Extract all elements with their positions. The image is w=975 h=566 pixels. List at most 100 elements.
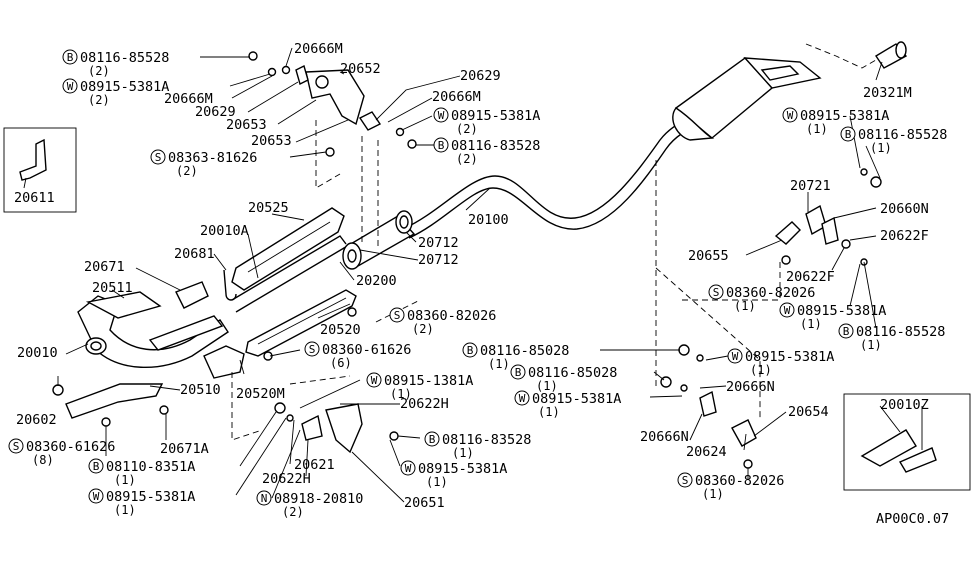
fastener-s-08360-61626-center: S 08360-61626 (6) [304, 341, 411, 370]
label-20200: 20200 [356, 273, 397, 289]
svg-text:(1): (1) [870, 141, 892, 155]
svg-text:S: S [155, 151, 162, 164]
svg-text:(1): (1) [806, 122, 828, 136]
repair-kit-20010Z [860, 429, 937, 473]
fastener-b-08116-85528-rear-mid: B 08116-85528 (1) [838, 323, 945, 352]
label-20010Z: 20010Z [880, 397, 929, 413]
svg-text:S: S [713, 286, 720, 299]
svg-text:08915-5381A: 08915-5381A [418, 461, 507, 477]
svg-text:(2): (2) [88, 64, 110, 78]
label-20622H-left: 20622H [262, 471, 311, 487]
leader-lines [23, 47, 923, 503]
fastener-s-08360-82026-center: S 08360-82026 (2) [389, 307, 496, 336]
label-20611: 20611 [14, 190, 55, 206]
label-20666M-top: 20666M [294, 41, 343, 57]
svg-text:W: W [438, 109, 445, 122]
label-20010A: 20010A [200, 223, 249, 239]
bracket-20611 [19, 138, 47, 181]
label-20654: 20654 [788, 404, 829, 420]
fastener-b-08110-8351A: B 08110-8351A (1) [88, 458, 195, 487]
label-20653-right: 20653 [251, 133, 292, 149]
front-tube [231, 235, 347, 313]
fastener-b-08116-83528-center-low: B 08116-83528 (1) [424, 431, 531, 460]
svg-text:(1): (1) [734, 299, 756, 313]
label-20681: 20681 [174, 246, 215, 262]
svg-text:W: W [519, 392, 526, 405]
svg-text:08116-83528: 08116-83528 [451, 138, 540, 154]
label-20520: 20520 [320, 322, 361, 338]
fastener-w-08915-5381A-bottom-left: W 08915-5381A (1) [88, 488, 195, 517]
svg-text:08915-1381A: 08915-1381A [384, 373, 473, 389]
heat-shield-20520M [203, 345, 245, 379]
fastener-w-08915-5381A-rear-mid: W 08915-5381A (1) [779, 302, 886, 331]
svg-text:(2): (2) [412, 322, 434, 336]
svg-text:W: W [93, 490, 100, 503]
label-20511: 20511 [92, 280, 133, 296]
fastener-w-08915-5381A-lower-rear: W 08915-5381A (1) [727, 348, 834, 377]
svg-text:B: B [438, 139, 445, 152]
svg-text:(1): (1) [860, 338, 882, 352]
svg-text:W: W [405, 462, 412, 475]
svg-text:(1): (1) [390, 387, 412, 401]
fastener-b-08116-83528-upper: B 08116-83528 (2) [433, 137, 540, 166]
svg-text:S: S [309, 343, 316, 356]
svg-text:N: N [261, 492, 268, 505]
manifold-cover-lower [65, 383, 164, 419]
svg-text:(1): (1) [452, 446, 474, 460]
label-20660N: 20660N [880, 201, 929, 217]
center-pipe-20100 [404, 115, 699, 239]
svg-text:08915-5381A: 08915-5381A [106, 489, 195, 505]
fastener-w-08915-5381A-lower-mid: W 08915-5381A (1) [514, 390, 621, 419]
label-20666M-right: 20666M [432, 89, 481, 105]
label-20666N-left: 20666N [640, 429, 689, 445]
svg-text:08915-5381A: 08915-5381A [451, 108, 540, 124]
diagram-code: AP00C0.07 [876, 511, 949, 527]
svg-text:W: W [67, 80, 74, 93]
fastener-w-08915-1381A: W 08915-1381A (1) [366, 372, 473, 401]
svg-text:(2): (2) [88, 93, 110, 107]
fastener-marks [52, 51, 868, 469]
label-20712-upper: 20712 [418, 235, 459, 251]
svg-text:(1): (1) [800, 317, 822, 331]
catalytic-converter [342, 210, 416, 270]
fastener-w-08915-5381A-rear-upper: W 08915-5381A (1) [782, 107, 889, 136]
fastener-w-08915-5381A-center-low: W 08915-5381A (1) [400, 460, 507, 489]
svg-text:W: W [732, 350, 739, 363]
lower-hanger-assembly [660, 344, 757, 447]
svg-text:(1): (1) [536, 379, 558, 393]
fastener-s-08360-82026-rear-mid: S 08360-82026 (1) [708, 284, 815, 313]
label-20655: 20655 [688, 248, 729, 264]
fastener-s-08360-61626-left: S 08360-61626 (8) [8, 438, 115, 467]
label-20666M-mid: 20666M [164, 91, 213, 107]
tail-pipe-finisher [875, 41, 908, 69]
label-20721: 20721 [790, 178, 831, 194]
svg-text:08915-5381A: 08915-5381A [532, 391, 621, 407]
label-20621: 20621 [294, 457, 335, 473]
svg-text:(2): (2) [176, 164, 198, 178]
inset-frame-20611 [3, 127, 77, 213]
svg-text:08915-5381A: 08915-5381A [80, 79, 169, 95]
center-hanger-assembly [274, 402, 399, 454]
label-20666N-right: 20666N [726, 379, 775, 395]
label-20651: 20651 [404, 495, 445, 511]
rear-muffler [672, 57, 822, 141]
mounting-bracket-front [295, 64, 382, 131]
svg-text:B: B [67, 51, 74, 64]
svg-text:(8): (8) [32, 453, 54, 467]
label-20624: 20624 [686, 444, 727, 460]
svg-text:08915-5381A: 08915-5381A [745, 349, 834, 365]
svg-text:08110-8351A: 08110-8351A [106, 459, 195, 475]
svg-text:08915-5381A: 08915-5381A [797, 303, 886, 319]
label-20525: 20525 [248, 200, 289, 216]
svg-text:(1): (1) [538, 405, 560, 419]
fastener-w-08915-5381A-top: W 08915-5381A (2) [62, 78, 169, 107]
svg-text:08360-61626: 08360-61626 [322, 342, 411, 358]
svg-text:08360-82026: 08360-82026 [407, 308, 496, 324]
label-20629-right: 20629 [460, 68, 501, 84]
exhaust-manifold [77, 295, 229, 369]
svg-text:08918-20810: 08918-20810 [274, 491, 363, 507]
fastener-b-08116-85528-rear-upper: B 08116-85528 (1) [840, 126, 947, 155]
label-20653-left: 20653 [226, 117, 267, 133]
svg-text:08116-85528: 08116-85528 [856, 324, 945, 340]
